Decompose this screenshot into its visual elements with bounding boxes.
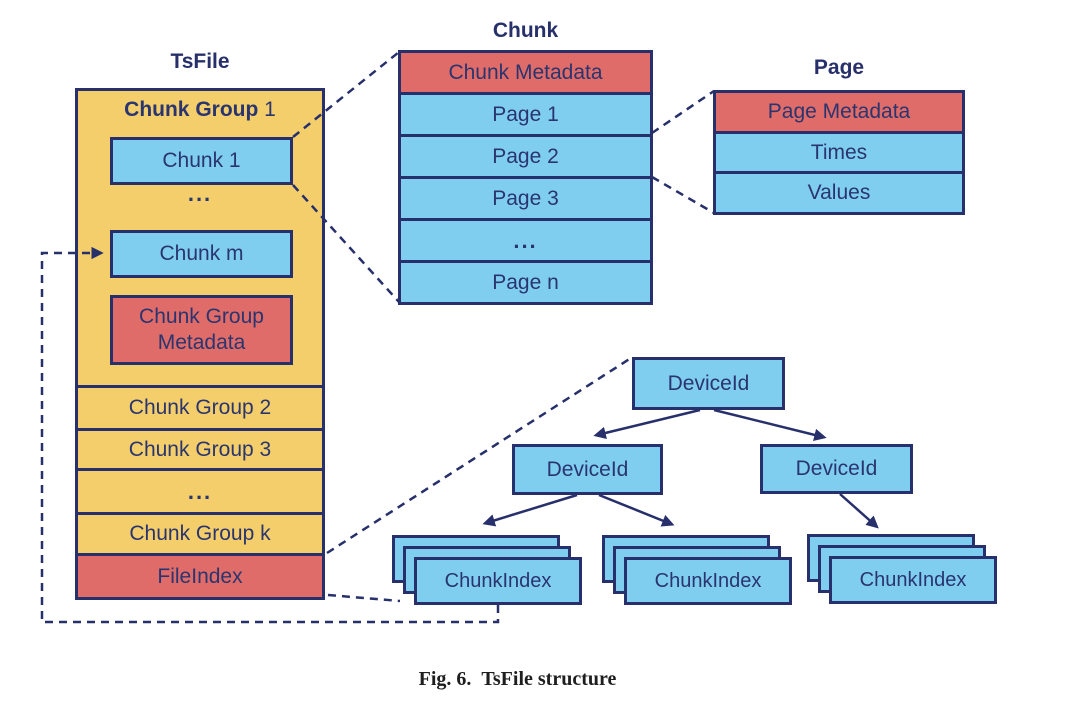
chunk-index-stack-3-front: ChunkIndex [829,556,997,604]
chunk-row-page-1: Page 1 [401,92,650,134]
chunk-row-page-3: Page 3 [401,176,650,218]
chunk-row-page-n: Page n [401,260,650,302]
chunk-group-1-ellipsis: ... [187,181,213,206]
chunk-group-1-label-number: 1 [264,98,276,121]
tsfile-row-chunk-group-k: Chunk Group k [78,512,322,553]
tsfile-title: TsFile [170,50,230,73]
chunk-index-stack-3: ChunkIndex [807,534,999,606]
tsfile-box: Chunk Group 1 Chunk 1 ... Chunk m Chunk … [75,88,325,600]
dash-page2-to-page-top [651,89,715,135]
tsfile-row-chunk-group-3: Chunk Group 3 [78,428,322,468]
page-row-times: Times [716,130,962,172]
chunk-row-metadata: Chunk Metadata [401,53,650,92]
arrow-right-child-to-stack-3 [839,493,879,529]
chunk-box: Chunk Metadata Page 1 Page 2 Page 3 ... … [398,50,653,305]
device-id-root-box: DeviceId [632,357,785,410]
tsfile-row-file-index: FileIndex [78,553,322,597]
page-row-metadata: Page Metadata [716,93,962,131]
chunk-row-page-2: Page 2 [401,134,650,176]
chunk-group-1-label: Chunk Group 1 [78,98,322,122]
page-row-values: Values [716,171,962,213]
tsfile-row-chunk-group-2: Chunk Group 2 [78,385,322,428]
chunk-index-stack-1: ChunkIndex [392,535,584,607]
chunk-index-stack-1-front: ChunkIndex [414,557,582,605]
device-id-right-box: DeviceId [760,444,913,494]
chunk-1-box: Chunk 1 [110,137,293,185]
dash-fileindex-to-chunkindex [327,593,401,603]
figure-caption-text: TsFile structure [481,668,617,690]
chunk-m-box: Chunk m [110,230,293,278]
page-box: Page Metadata Times Values [713,90,965,215]
dash-page2-to-page-bottom [651,175,715,215]
page-title: Page [813,56,865,79]
chunk-index-stack-2: ChunkIndex [602,535,794,607]
tsfile-row-ellipsis: ... [78,468,322,512]
chunk-index-stack-2-front: ChunkIndex [624,557,792,605]
figure-caption: Fig. 6. TsFile structure [0,668,1035,691]
arrow-root-to-left-child [593,408,701,440]
chunk-title: Chunk [492,19,559,42]
arrow-root-to-right-child [713,408,827,441]
device-id-left-box: DeviceId [512,444,663,495]
chunk-group-1-label-bold: Chunk Group [124,98,259,121]
arrow-left-child-to-stack-2 [598,493,675,527]
chunk-group-metadata-box: Chunk Group Metadata [110,295,293,365]
figure-caption-number: Fig. 6. [418,668,472,690]
arrow-left-child-to-stack-1 [482,493,578,527]
chunk-row-ellipsis: ... [401,218,650,260]
